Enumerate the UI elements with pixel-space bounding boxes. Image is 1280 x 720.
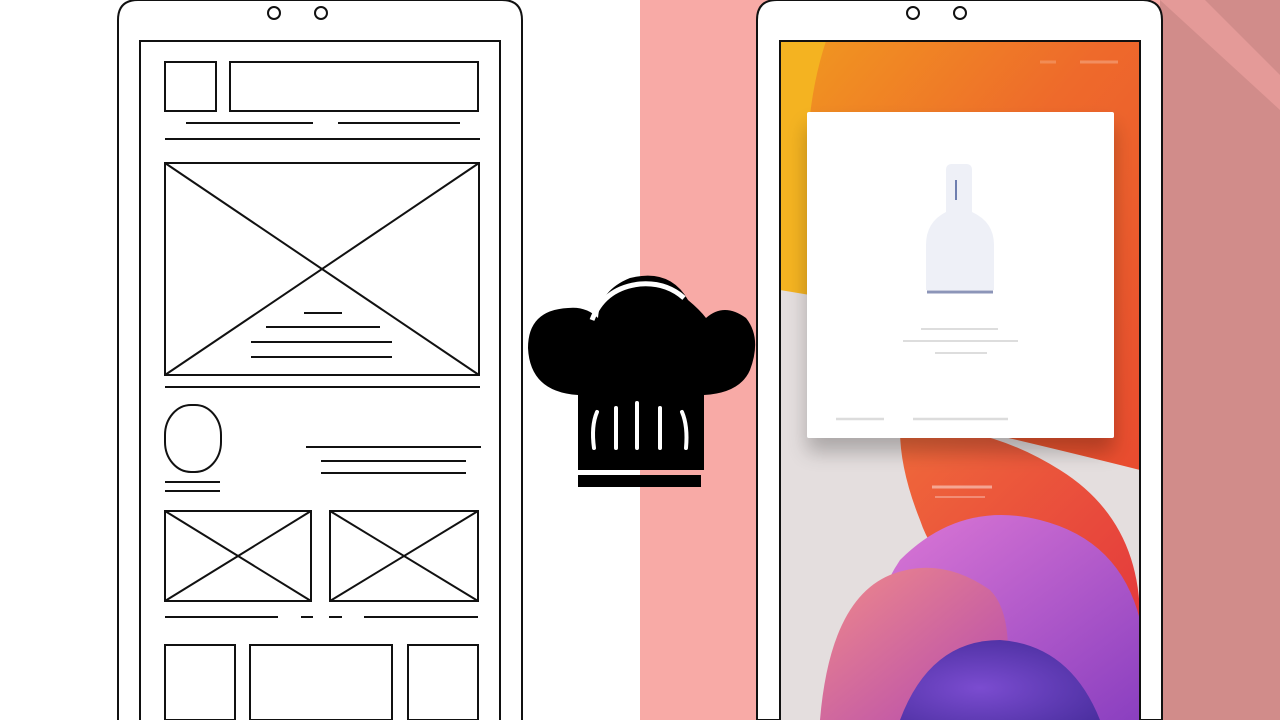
phone-long-shadow-top — [1160, 0, 1280, 110]
chef-hat-pleat — [591, 410, 599, 450]
chef-hat-pleat — [680, 410, 689, 450]
wireframe-sensor-dot — [314, 6, 328, 20]
wireframe-search-bar — [229, 61, 479, 112]
wireframe-tab-box — [249, 644, 393, 720]
wireframe-camera-dot — [267, 6, 281, 20]
wireframe-tab-box — [164, 644, 236, 720]
phone-sensor-dot — [953, 6, 967, 20]
wallpaper-yellow — [780, 41, 840, 300]
wireframe-thumb-image — [329, 510, 479, 602]
wireframe-logo-box — [164, 61, 217, 112]
finished-phone — [756, 0, 1163, 720]
wireframe-phone-body — [117, 0, 523, 720]
wireframe-image-cross — [164, 510, 312, 602]
chef-hat-puff — [528, 275, 756, 470]
wireframe-tab-box — [407, 644, 479, 720]
chef-hat-band — [578, 475, 701, 487]
phone-long-shadow — [1160, 0, 1280, 720]
wallpaper-violet — [900, 640, 1100, 720]
wireframe-hero-image — [164, 162, 480, 376]
phone-screen-edge — [779, 40, 1141, 720]
chef-hat-fold — [589, 281, 686, 321]
wireframe-avatar — [164, 404, 222, 473]
wireframe-image-cross — [164, 162, 480, 376]
chef-hat-icon — [528, 275, 756, 487]
bottle-icon — [926, 164, 994, 290]
phone-camera-dot — [906, 6, 920, 20]
wireframe-phone — [117, 0, 523, 720]
wireframe-thumb-image — [164, 510, 312, 602]
wireframe-image-cross — [329, 510, 479, 602]
wireframe-screen-outline — [139, 40, 501, 720]
